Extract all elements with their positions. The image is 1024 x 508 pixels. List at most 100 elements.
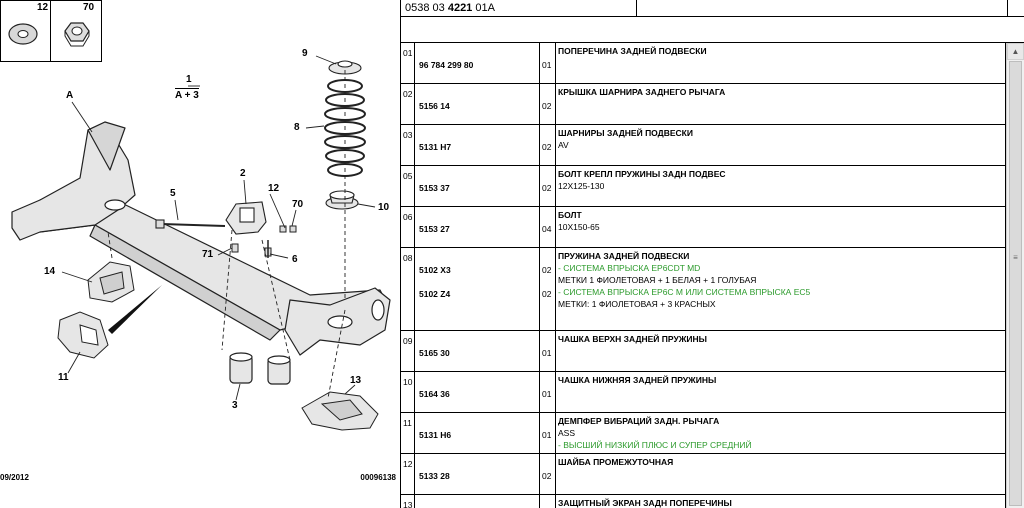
upper-cup-9 [328, 60, 362, 75]
part-number[interactable]: 5102 X3 [419, 265, 451, 275]
part-description-cell: ШАЙБА ПРОМЕЖУТОЧНАЯ [556, 454, 1006, 494]
damper-11 [57, 311, 109, 359]
part-reference-cell [415, 495, 540, 508]
part-description-cell: ЧАШКА НИЖНЯЯ ЗАДНЕЙ ПРУЖИНЫ [556, 372, 1006, 412]
part-description-cell: ПРУЖИНА ЗАДНЕЙ ПОДВЕСКИ- СИСТЕМА ВПРЫСКА… [556, 248, 1006, 330]
applicability-note: - СИСТЕМА ВПРЫСКА EP6C M ИЛИ СИСТЕМА ВПР… [558, 287, 811, 297]
parts-table: 01 96 784 299 80 01 ПОПЕРЕЧИНА ЗАДНЕЙ ПОДВЕ… [401, 43, 1006, 508]
code-suffix: 01A [472, 2, 495, 14]
bushing-3 [229, 352, 291, 385]
part-number[interactable]: 5156 14 [419, 101, 450, 111]
part-reference-cell: 5133 28 [415, 454, 540, 494]
callout-14: 14 [44, 266, 56, 277]
header-empty-cell [637, 0, 1024, 17]
beam-bottom [89, 224, 281, 341]
row-index: 01 [401, 43, 415, 83]
code-bold: 4221 [447, 2, 473, 14]
pointer-arrow [108, 285, 162, 334]
part-title: КРЫШКА ШАРНИРА ЗАДНЕГО РЫЧАГА [558, 87, 726, 97]
quantity-cell [540, 495, 556, 508]
quantity-cell: 01 [540, 43, 556, 83]
row-index: 05 [401, 166, 415, 206]
quantity-cell: 04 [540, 207, 556, 247]
header-divider [1007, 0, 1008, 17]
shield-14 [87, 261, 135, 303]
part-quantity: 01 [542, 348, 552, 358]
part-quantity: 02 [542, 142, 552, 152]
applicability-note: - СИСТЕМА ВПРЫСКА EP6CDT MD [558, 263, 701, 273]
part-spec: МЕТКИ 1 ФИОЛЕТОВАЯ + 1 БЕЛАЯ + 1 ГОЛУБАЯ [558, 275, 757, 285]
part-reference-cell: 5165 30 [415, 331, 540, 371]
part-description-cell: ЗАЩИТНЫЙ ЭКРАН ЗАДН ПОПЕРЕЧИНЫ [556, 495, 1006, 508]
callout-71: 71 [202, 249, 214, 260]
quantity-cell: 02 [540, 166, 556, 206]
part-description-cell: ПОПЕРЕЧИНА ЗАДНЕЙ ПОДВЕСКИ [556, 43, 1006, 83]
part-quantity: 01 [542, 60, 552, 70]
washer-icon [8, 23, 38, 45]
vertical-scrollbar[interactable]: ▲ ≡ [1006, 43, 1024, 508]
part-number[interactable]: 5164 36 [419, 389, 450, 399]
callout-70: 70 [292, 199, 304, 210]
part-spec: МЕТКИ: 1 ФИОЛЕТОВАЯ + 3 КРАСНЫХ [558, 299, 716, 309]
quantity-cell: 01 [540, 372, 556, 412]
thumb-number: 70 [83, 2, 95, 13]
part-number[interactable]: 5133 28 [419, 471, 450, 481]
diagram-ref: 00096138 [360, 473, 396, 482]
part-quantity: 04 [542, 224, 552, 234]
thumb-washer[interactable]: 12 [0, 0, 51, 62]
row-index: 06 [401, 207, 415, 247]
part-title: ШАРНИРЫ ЗАДНЕЙ ПОДВЕСКИ [558, 128, 693, 138]
part-reference-cell: 5102 X3 5102 Z4 [415, 248, 540, 330]
callout-8: 8 [294, 122, 300, 133]
callout-a: A [66, 90, 74, 101]
part-spec: 12X125-130 [558, 181, 605, 191]
part-number[interactable]: 5102 Z4 [419, 289, 451, 299]
diagram-date: 09/2012 [0, 473, 29, 482]
parts-panel: 0538 03 4221 01A 01 96 784 299 80 01 ПОПЕРЕ… [401, 0, 1024, 508]
part-title: ЧАШКА ВЕРХН ЗАДНЕЙ ПРУЖИНЫ [558, 334, 707, 344]
part-title: ШАЙБА ПРОМЕЖУТОЧНАЯ [558, 457, 674, 467]
callout-13: 13 [350, 375, 362, 386]
part-reference-cell: 96 784 299 80 [415, 43, 540, 83]
thumb-nut[interactable]: 70 [50, 0, 102, 62]
part-reference-cell: 5131 H7 [415, 125, 540, 165]
diagram-panel: 12 70 [0, 0, 401, 508]
part-number[interactable]: 5131 H7 [419, 142, 452, 152]
scroll-thumb[interactable] [1009, 61, 1022, 506]
row-index: 13 [401, 495, 415, 508]
part-number[interactable]: 5131 H6 [419, 430, 452, 440]
table-row[interactable]: 01 96 784 299 80 01 ПОПЕРЕЧИНА ЗАДНЕЙ ПОДВЕ… [401, 43, 1006, 84]
part-quantity: 02 [542, 265, 552, 275]
part-quantity: 02 [542, 183, 552, 193]
table-row[interactable]: 13 ЗАЩИТНЫЙ ЭКРАН ЗАДН ПОПЕРЕЧИНЫ [401, 495, 1006, 508]
bolts-6-71 [231, 225, 297, 258]
part-spec: AV [558, 140, 569, 150]
part-number[interactable]: 5153 37 [419, 183, 450, 193]
code-prefix: 0538 03 [405, 2, 448, 14]
part-number[interactable]: 5165 30 [419, 348, 450, 358]
bracket-2 [225, 201, 267, 235]
quantity-cell: 01 [540, 331, 556, 371]
callout-1-sub: A + 3 [175, 88, 199, 101]
bolt-5 [155, 219, 226, 229]
nut-icon [64, 22, 90, 47]
part-title: ДЕМПФЕР ВИБРАЦИЙ ЗАДН. РЫЧАГА [558, 416, 720, 426]
part-reference-cell: 5153 37 [415, 166, 540, 206]
callout-5: 5 [170, 188, 176, 199]
scroll-up-button[interactable]: ▲ [1007, 43, 1024, 60]
part-number[interactable]: 5153 27 [419, 224, 450, 234]
table-row[interactable]: 05 5153 37 02 БОЛТ КРЕПЛ ПРУЖИНЫ ЗАДН ПОДВЕ… [401, 166, 1006, 207]
quantity-cell: 02 [540, 84, 556, 124]
row-index: 12 [401, 454, 415, 494]
part-number[interactable]: 96 784 299 80 [419, 60, 474, 70]
